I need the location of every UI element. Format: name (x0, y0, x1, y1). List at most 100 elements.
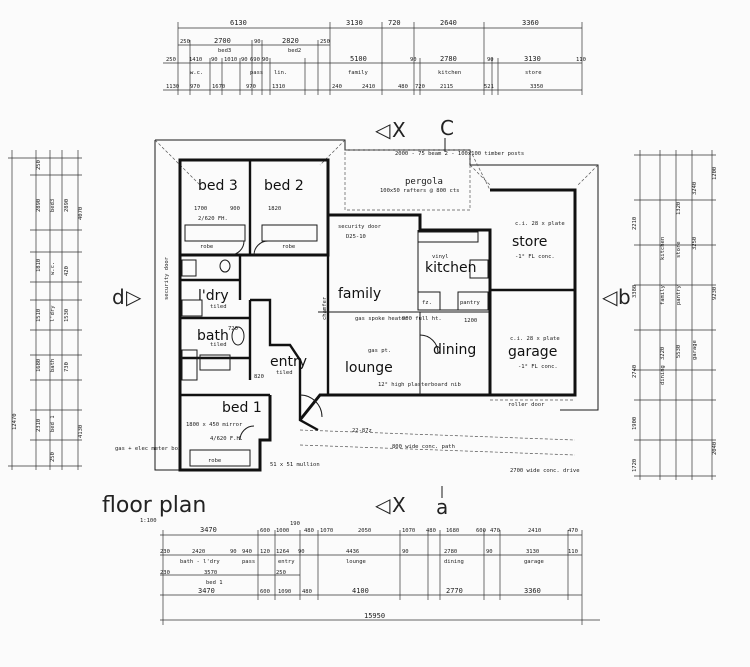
top-sub-bed2: bed2 (288, 48, 301, 54)
room-bed3: bed 3 (198, 178, 238, 194)
room-bath: bath (197, 328, 229, 344)
top-dim-r3-10: 2780 (440, 55, 457, 63)
section-x-top-label: X (392, 118, 406, 142)
bottom-dim-r2-7: 90 (298, 549, 305, 555)
right-dim-11: 1900 (632, 417, 638, 430)
right-dim-2: 2210 (632, 217, 638, 230)
top-sub-wc: w.c. (190, 70, 203, 76)
top-dim-r4-8: 480 (398, 84, 408, 90)
bottom-dimension-block: 3470 600 1000 190 480 1070 2050 1070 480… (160, 521, 600, 625)
bottom-dim-r3-3: 250 (276, 570, 286, 576)
bottom-dim-r2-4: 940 (242, 549, 252, 555)
note-900: 900 (230, 206, 240, 212)
right-sub-dining: dining (660, 365, 666, 385)
top-sub-pass: pass (250, 70, 263, 76)
bottom-sub-entry: entry (278, 559, 295, 565)
note-tiled-bath: tiled (210, 342, 227, 348)
top-dim-r4-6: 240 (332, 84, 342, 90)
right-dim-12: 1720 (632, 459, 638, 472)
note-security-door: security door (338, 224, 382, 230)
bottom-dim-r4-3: 1090 (278, 589, 291, 595)
right-dim-14: 2040 (712, 442, 718, 455)
left-dim-b12: 250 (50, 452, 56, 462)
top-dim-r3-12: 3130 (524, 55, 541, 63)
left-dim-b7: 1530 (64, 309, 70, 322)
note-plasterboard: 12° high plasterboard nib (378, 382, 461, 388)
top-dim-r3-3: 90 (211, 57, 218, 63)
left-sub-bed3a: bed3 (50, 199, 56, 212)
top-dim-3: 720 (388, 19, 401, 27)
note-gas-heater: gas spoke heater (355, 316, 409, 322)
annotations: 2000 - 75 beam 2 - 100x100 timber posts … (115, 151, 580, 474)
section-b-arrow: ◁ (601, 285, 618, 309)
top-dim-r4-10: 2115 (440, 84, 453, 90)
bottom-dim-r2-6: 1264 (276, 549, 290, 555)
note-ci-plate-store: c.i. 28 x plate (515, 221, 565, 227)
top-dim-1: 6130 (230, 19, 247, 27)
top-dim-r3-9: 90 (410, 57, 417, 63)
note-meter-box: gas + elec meter box (115, 446, 182, 452)
left-dim-a1: 250 (36, 160, 42, 170)
top-dim-r4-5: 1310 (272, 84, 285, 90)
bottom-dim-5: 480 (304, 528, 314, 534)
note-timber-posts: 2000 - 75 beam 2 - 100x100 timber posts (395, 151, 524, 157)
bottom-sub-dining: dining (444, 559, 464, 565)
note-vinyl: vinyl (432, 254, 449, 260)
right-dim-13: 9230 (712, 287, 718, 300)
note-roller-door: roller door (508, 402, 545, 408)
top-dim-r4-4: 970 (246, 84, 256, 90)
bottom-dim-8: 1070 (402, 528, 415, 534)
right-sub-family: family (660, 284, 666, 305)
note-security-door-2: security door (164, 256, 170, 300)
bottom-dim-r2-9: 90 (402, 549, 409, 555)
right-sub-pantry: pantry (676, 284, 682, 305)
top-dim-r2-4: 2820 (282, 37, 299, 45)
bottom-dim-r2-11: 90 (486, 549, 493, 555)
bottom-dim-13: 2410 (528, 528, 541, 534)
room-family: family (338, 286, 381, 302)
note-robe-bed2: robe (282, 244, 295, 250)
left-dim-total: 12470 (12, 413, 18, 430)
left-sub-ldry: l'dry (50, 305, 56, 322)
bottom-dim-1: 3470 (200, 526, 217, 534)
bottom-dim-r4-2: 600 (260, 589, 270, 595)
bottom-dim-r2-10: 2780 (444, 549, 457, 555)
note-gas-pt: gas pt. (368, 348, 391, 354)
section-x-top: ◁ (374, 118, 391, 142)
bottom-dim-2: 600 (260, 528, 270, 534)
room-dining: dining (433, 342, 476, 358)
bottom-dim-r2-1: 230 (160, 549, 170, 555)
top-dim-2: 3130 (346, 19, 363, 27)
top-dim-r3-4: 1010 (224, 57, 237, 63)
bottom-sub-pass: pass (242, 559, 255, 565)
left-sub-bath: bath (50, 359, 56, 372)
top-dim-r3-6: 690 (250, 57, 260, 63)
note-fl-conc-store: -1° FL conc. (515, 254, 555, 260)
note-720: 720 (228, 326, 238, 332)
left-dim-b13: 4130 (78, 425, 84, 438)
right-dim-1: 1200 (712, 167, 718, 180)
top-dim-r2-5: 250 (320, 39, 330, 45)
room-laundry: l'dry (198, 288, 229, 304)
note-1700: 1700 (194, 206, 207, 212)
section-c-top: C (440, 116, 454, 140)
room-store: store (512, 234, 547, 250)
left-dim-b3: 1810 (36, 259, 42, 272)
bottom-dim-r4-1: 3470 (198, 587, 215, 595)
note-chamfer: chamfer (322, 296, 328, 320)
bottom-dim-r2-8: 4436 (346, 549, 359, 555)
section-markers: ◁ X C ◁ X a d ▷ ◁ b (112, 116, 631, 519)
left-sub-wc: w.c. (50, 262, 56, 275)
page-title: floor plan (102, 493, 206, 518)
bottom-dim-r2-13: 110 (568, 549, 578, 555)
top-dim-r3-11: 90 (487, 57, 494, 63)
top-dim-r4-3: 1670 (212, 84, 225, 90)
note-mullion: 51 x 51 mullion (270, 462, 320, 468)
bottom-dim-r2-2: 2420 (192, 549, 205, 555)
bottom-dim-r4-4: 480 (302, 589, 312, 595)
note-fz: fz. (422, 300, 432, 306)
bottom-dim-r3-1: 230 (160, 570, 170, 576)
top-dim-r4-7: 2410 (362, 84, 375, 90)
